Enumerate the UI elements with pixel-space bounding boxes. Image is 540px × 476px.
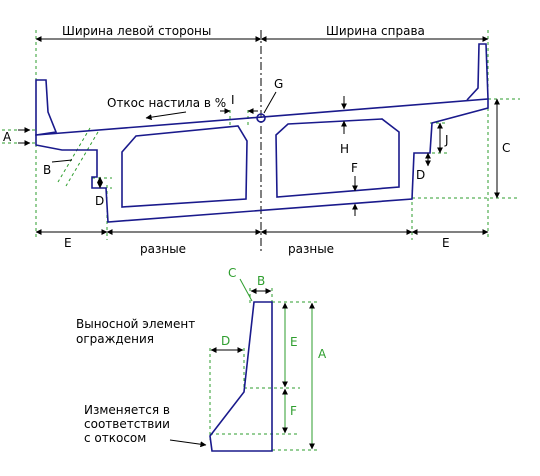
width-right-label: Ширина справа [326,24,425,38]
barrier-outline [209,301,273,452]
label-e-right: E [442,236,450,250]
detail-label-c-leader [239,278,253,302]
width-left-label: Ширина левой стороны [62,24,211,38]
label-a: A [3,130,12,144]
barrier-detail-title-text-line-2: ограждения [76,332,154,346]
detail-label-c: C [228,266,236,280]
detail-label-d: D [221,334,230,348]
label-d-left: D [95,194,104,208]
barrier-detail-note-text: Изменяется в [84,403,170,417]
deck-slope-arrow [145,111,187,121]
detail-label-a: A [318,347,327,361]
label-j: J [444,133,449,147]
barrier-detail-note-leader [169,439,207,448]
label-g: G [274,77,283,91]
deck-outline [35,43,489,223]
label-b: B [43,163,51,177]
barrier-detail-title-text: Выносной элемент [76,317,195,331]
deck-slope-label: Откос настила в % [107,96,226,110]
detail-guides [209,288,320,451]
label-varies-right: разные [288,242,334,256]
label-d-right: D [416,168,425,182]
label-g-leader [263,91,277,114]
label-f: F [351,161,358,175]
label-c: C [502,141,510,155]
detail-label-e: E [290,335,298,349]
label-e-left: E [64,236,72,250]
barrier-detail: B C D E F A Выносной элемент ограждения … [76,266,327,452]
detail-label-f: F [290,404,297,418]
label-h: H [340,142,349,156]
label-varies-left: разные [140,242,186,256]
label-i: I [231,93,235,107]
label-b-leader [51,159,73,163]
cross-section: Ширина левой стороны Ширина справа Откос… [2,24,520,256]
barrier-detail-note-text-line-3: с откосом [84,431,146,445]
barrier-detail-title: Выносной элемент ограждения [76,317,199,346]
detail-label-b: B [257,274,265,288]
barrier-detail-note-text-line-2: соответствии [84,417,170,431]
